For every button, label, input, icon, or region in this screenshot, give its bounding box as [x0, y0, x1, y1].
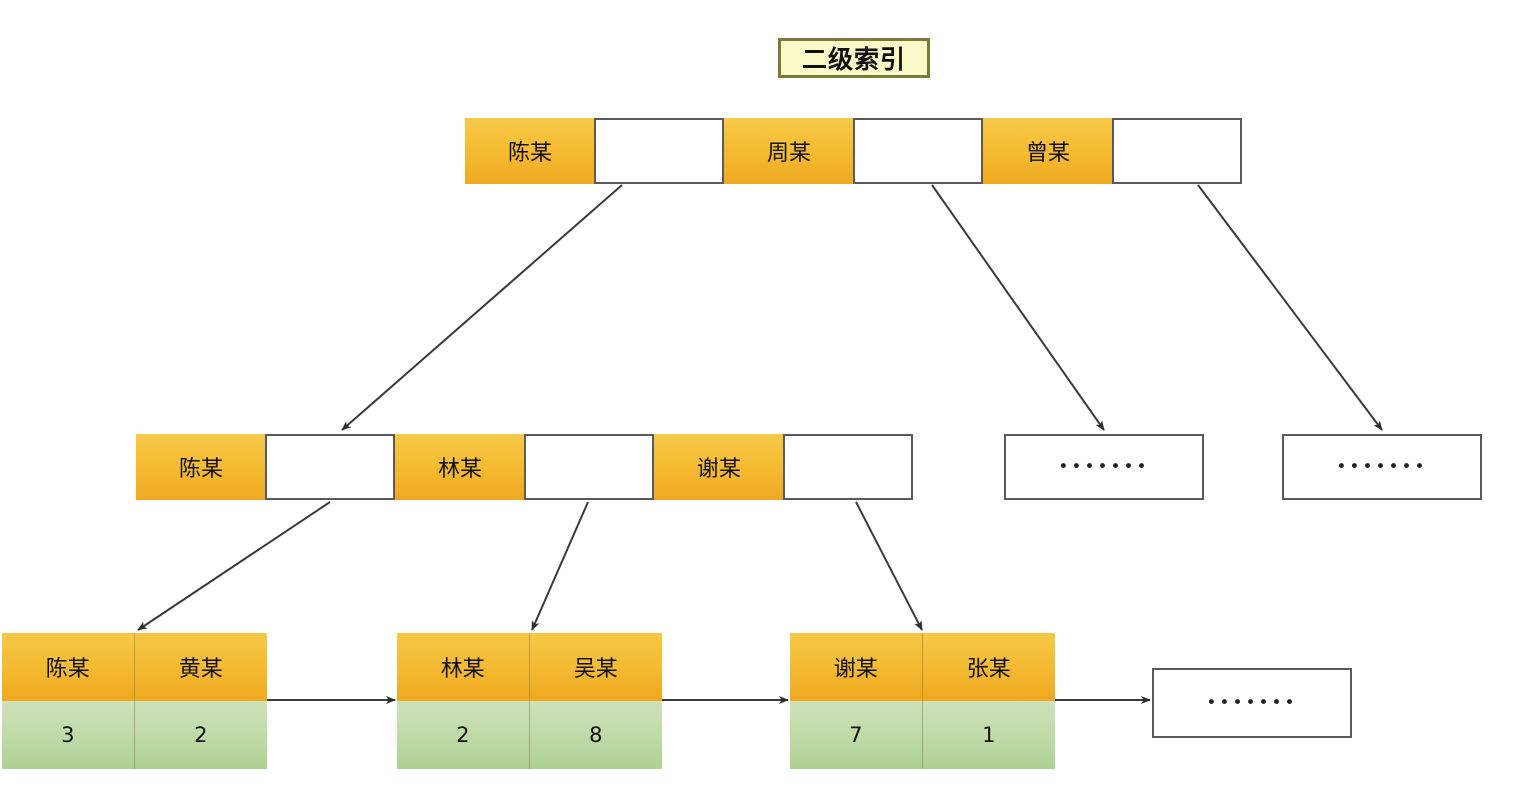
leaf-node-2-key-row: 林某 吴某 — [397, 633, 662, 701]
middle-key-cell-2[interactable]: 林某 — [395, 434, 525, 500]
leaf-node-3-value-cell-2[interactable]: 1 — [922, 701, 1055, 769]
edge-middle-to-leaf-2 — [531, 501, 589, 631]
leaf-node-2[interactable]: 林某 吴某 2 8 — [397, 633, 662, 769]
leaf-node-2-key-cell-2[interactable]: 吴某 — [529, 633, 662, 701]
leaf-node-3-key-cell-1[interactable]: 谢某 — [790, 633, 923, 701]
middle-pointer-cell-1[interactable] — [265, 434, 395, 500]
root-index-node[interactable]: 陈某 周某 曾某 — [465, 118, 1242, 184]
leaf-node-2-value-cell-2[interactable]: 8 — [529, 701, 662, 769]
middle-pointer-cell-2[interactable] — [524, 434, 654, 500]
leaf-ellipsis-box: ••••••• — [1152, 668, 1352, 738]
middle-key-cell-3[interactable]: 谢某 — [654, 434, 784, 500]
diagram-title: 二级索引 — [778, 38, 930, 78]
root-key-cell-3[interactable]: 曾某 — [983, 118, 1113, 184]
leaf-node-1-key-cell-1[interactable]: 陈某 — [2, 633, 135, 701]
leaf-node-1-key-cell-2[interactable]: 黄某 — [134, 633, 267, 701]
leaf-node-1-value-row: 3 2 — [2, 701, 267, 769]
leaf-node-2-value-row: 2 8 — [397, 701, 662, 769]
leaf-node-1-value-cell-2[interactable]: 2 — [134, 701, 267, 769]
middle-key-cell-1[interactable]: 陈某 — [136, 434, 266, 500]
middle-pointer-cell-3[interactable] — [783, 434, 913, 500]
root-pointer-cell-3[interactable] — [1112, 118, 1242, 184]
edge-root-to-middle-ellipsis-2 — [1197, 184, 1383, 431]
edge-middle-to-leaf-3 — [855, 501, 923, 631]
root-pointer-cell-1[interactable] — [594, 118, 724, 184]
leaf-node-2-key-cell-1[interactable]: 林某 — [397, 633, 530, 701]
leaf-node-2-value-cell-1[interactable]: 2 — [397, 701, 530, 769]
root-key-cell-2[interactable]: 周某 — [724, 118, 854, 184]
middle-ellipsis-box-1: ••••••• — [1004, 434, 1204, 500]
edge-root-to-middle-node — [341, 184, 623, 431]
leaf-node-1-key-row: 陈某 黄某 — [2, 633, 267, 701]
edge-root-to-middle-ellipsis-1 — [931, 184, 1105, 431]
leaf-node-3-value-row: 7 1 — [790, 701, 1055, 769]
middle-ellipsis-box-2: ••••••• — [1282, 434, 1482, 500]
leaf-node-3[interactable]: 谢某 张某 7 1 — [790, 633, 1055, 769]
leaf-node-1-value-cell-1[interactable]: 3 — [2, 701, 135, 769]
leaf-node-3-key-cell-2[interactable]: 张某 — [922, 633, 1055, 701]
middle-index-node[interactable]: 陈某 林某 谢某 — [136, 434, 913, 500]
leaf-node-3-value-cell-1[interactable]: 7 — [790, 701, 923, 769]
root-pointer-cell-2[interactable] — [853, 118, 983, 184]
root-key-cell-1[interactable]: 陈某 — [465, 118, 595, 184]
leaf-node-1[interactable]: 陈某 黄某 3 2 — [2, 633, 267, 769]
leaf-node-3-key-row: 谢某 张某 — [790, 633, 1055, 701]
edge-middle-to-leaf-1 — [137, 501, 331, 631]
